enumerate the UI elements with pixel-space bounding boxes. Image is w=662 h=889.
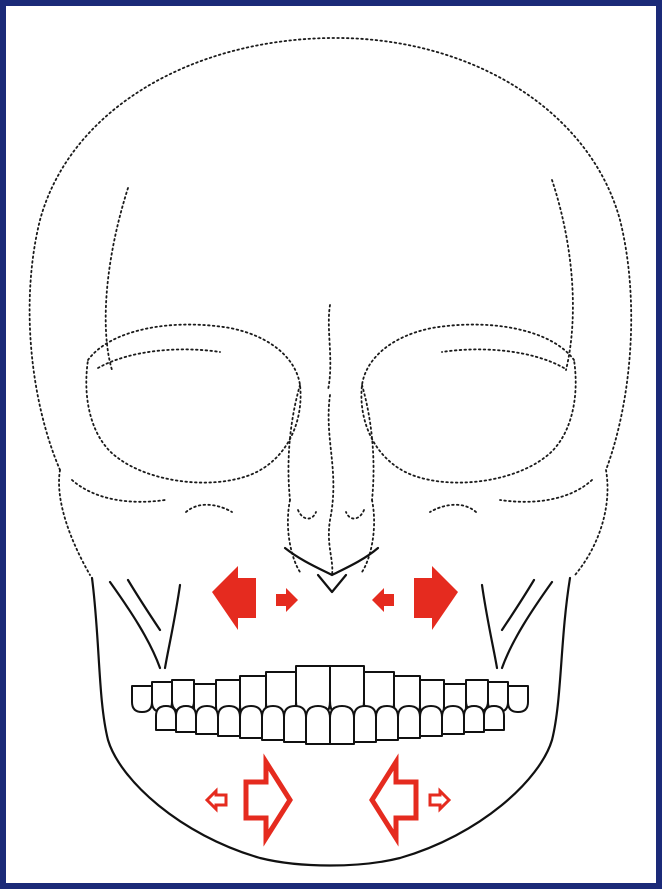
tooth <box>464 706 484 732</box>
tooth <box>240 706 262 738</box>
tooth <box>398 706 420 738</box>
tooth <box>284 706 306 742</box>
tooth <box>376 706 398 740</box>
mandible-arrow-small-left <box>207 791 226 809</box>
mandible-arrow-small-right <box>430 791 449 809</box>
tooth <box>306 706 330 744</box>
tooth <box>176 706 196 732</box>
mandible-arrow-large-left <box>246 762 290 838</box>
tooth <box>354 706 376 742</box>
maxilla-arrow-small-left <box>276 588 298 612</box>
lower-teeth <box>156 706 504 744</box>
maxilla-arrow-large-left <box>212 566 256 630</box>
tooth <box>330 706 354 744</box>
tooth <box>442 706 464 734</box>
tooth <box>484 706 504 730</box>
orbit-left <box>86 325 300 483</box>
mandible-arrow-large-right <box>372 762 416 838</box>
nasal-region <box>186 305 476 592</box>
tooth <box>218 706 240 736</box>
orbit-right <box>361 325 575 483</box>
tooth <box>156 706 176 730</box>
tooth <box>132 686 152 712</box>
maxilla-arrows <box>212 566 458 630</box>
mandible-arrows <box>207 762 449 838</box>
tooth <box>262 706 284 740</box>
maxilla-arrow-large-right <box>414 566 458 630</box>
tooth <box>508 686 528 712</box>
maxilla-arrow-small-right <box>372 588 394 612</box>
tooth <box>420 706 442 736</box>
tooth <box>196 706 218 734</box>
